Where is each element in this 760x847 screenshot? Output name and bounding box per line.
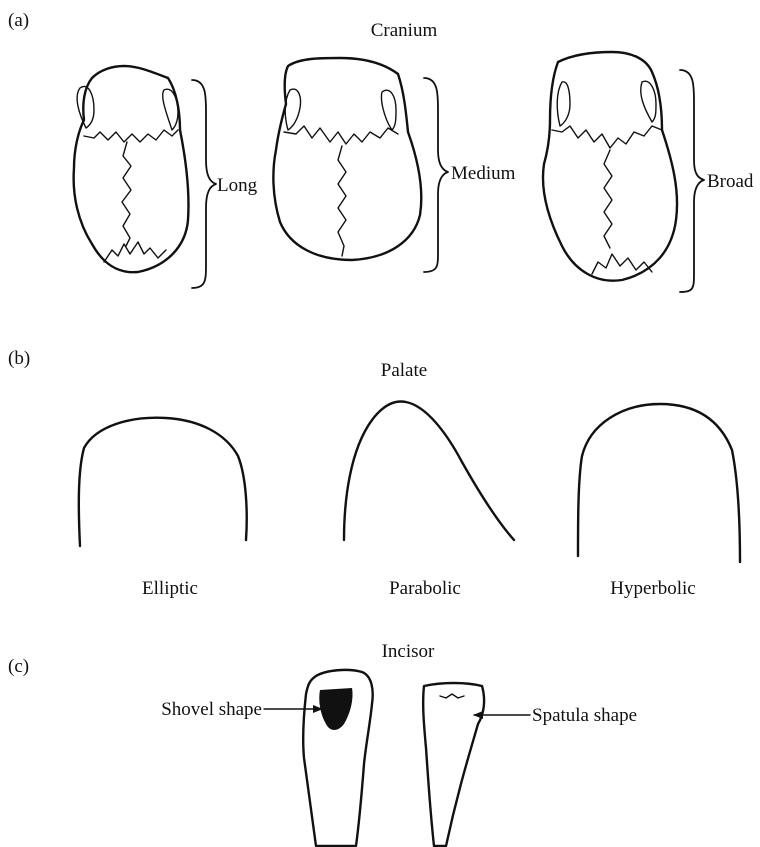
incisor-spatula-outline (423, 683, 484, 846)
palate-parabolic-curve (344, 402, 514, 540)
skull-medium-right-eye (381, 90, 396, 130)
incisor-shovel-fossa (319, 688, 352, 730)
palate-label-elliptic: Elliptic (142, 578, 198, 599)
panel-c: (c) Incisor Shovel shape Spatula shape (8, 641, 637, 846)
panel-b-title: Palate (381, 360, 427, 381)
skull-long-sagittal-suture (122, 142, 131, 246)
skull-broad-coronal-suture (552, 126, 662, 148)
brace-long (192, 80, 216, 288)
skull-long (74, 66, 189, 272)
skull-medium (273, 58, 421, 260)
panel-c-title: Incisor (382, 641, 435, 662)
incisor-spatula-ridge (440, 694, 464, 698)
palate-hyperbolic-curve (578, 404, 740, 562)
skull-medium-outline (273, 58, 421, 260)
skull-medium-sagittal-suture (338, 146, 346, 256)
incisor-label-spatula: Spatula shape (532, 705, 637, 726)
panel-a: (a) Cranium Long Medium (8, 10, 754, 292)
skull-broad-sagittal-suture (604, 150, 612, 248)
skull-broad-right-eye (641, 81, 656, 122)
skull-broad-left-eye (557, 82, 570, 126)
skull-broad (543, 52, 677, 281)
panel-b: (b) Palate Elliptic Parabolic Hyperbolic (8, 348, 740, 599)
skull-long-lambdoid-suture (104, 242, 166, 262)
panel-b-tag: (b) (8, 348, 30, 369)
skull-long-coronal-suture (84, 130, 178, 142)
skull-medium-coronal-suture (284, 126, 398, 144)
panel-a-tag: (a) (8, 10, 29, 31)
brace-medium (424, 78, 448, 272)
palate-elliptic-curve (79, 418, 247, 546)
skull-medium-left-eye (285, 89, 300, 130)
skull-long-outline (74, 66, 189, 272)
cranium-label-medium: Medium (451, 163, 516, 184)
palate-label-parabolic: Parabolic (389, 578, 461, 599)
brace-broad (680, 70, 704, 292)
cranium-label-long: Long (217, 175, 258, 196)
panel-c-tag: (c) (8, 656, 29, 677)
palate-label-hyperbolic: Hyperbolic (610, 578, 695, 599)
incisor-label-shovel: Shovel shape (161, 699, 262, 720)
cranium-label-broad: Broad (707, 171, 754, 192)
skull-broad-outline (543, 52, 677, 281)
panel-a-title: Cranium (371, 20, 438, 41)
